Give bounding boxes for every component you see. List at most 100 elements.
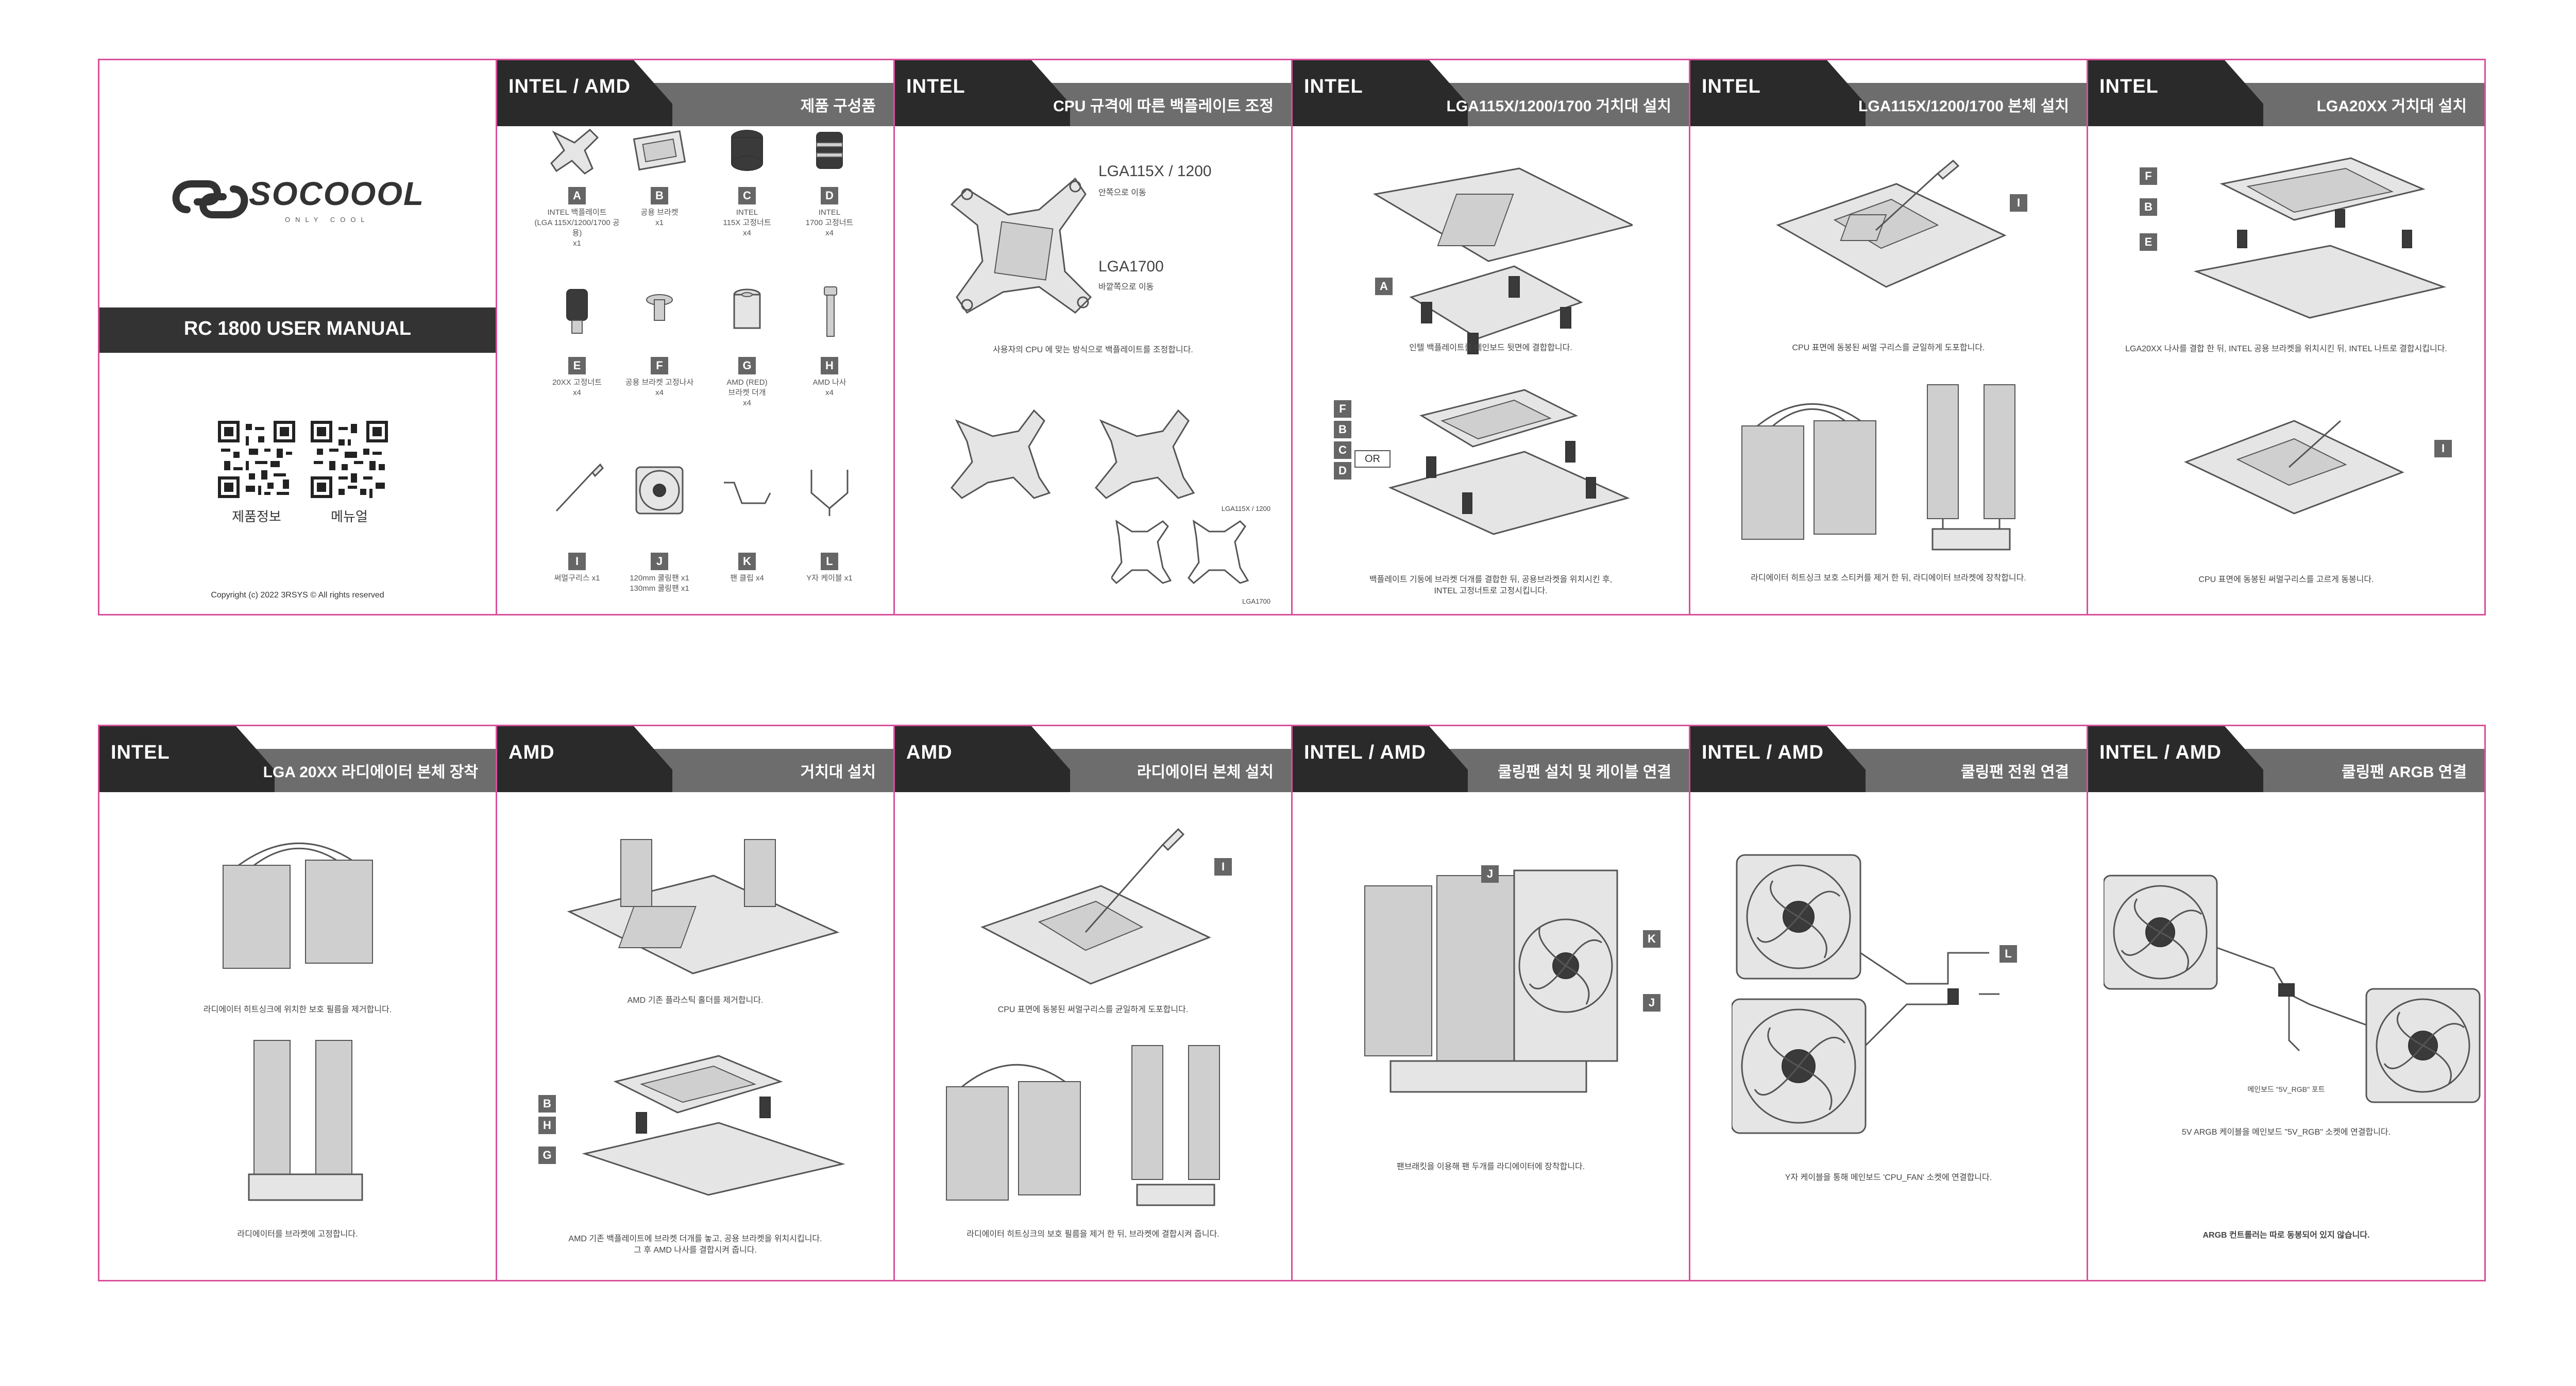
panel-header: INTEL LGA20XX 거치대 설치 bbox=[2088, 60, 2484, 126]
amdbody-caption-1: CPU 표면에 동봉된 써멀구리스를 균일하게 도포합니다. bbox=[997, 1005, 1189, 1014]
argb-connection-illustration bbox=[2104, 875, 2481, 1103]
lga20xx-paste-illustration bbox=[2184, 420, 2404, 515]
panel-tag: AMD bbox=[509, 742, 555, 763]
amd-caption-2: AMD 기존 백플레이트에 브라켓 더개를 놓고, 공용 브라켓을 위치시킵니다… bbox=[568, 1235, 822, 1255]
amd-caption-1: AMD 기존 플라스틱 홀더를 제거합니다. bbox=[627, 996, 764, 1005]
amd-holder-removal-illustration bbox=[567, 839, 840, 974]
mb-port-label: 메인보드 "5V_RGB" 포트 bbox=[2247, 1085, 2325, 1093]
lga115x-label: LGA115X / 1200 bbox=[1098, 163, 1212, 180]
part-desc-c: INTEL 115X 고정너트 x4 bbox=[723, 208, 771, 237]
lga20xx-mount-panel: INTEL LGA20XX 거치대 설치 F B E LGA20XX 나사를 결… bbox=[2088, 60, 2484, 614]
panel-tag: INTEL bbox=[2099, 76, 2159, 97]
part-desc-k: 팬 클립 x4 bbox=[730, 574, 764, 583]
lga20xx-bracket-illustration bbox=[2193, 157, 2447, 319]
panel-header: INTEL LGA115X/1200/1700 본체 설치 bbox=[1690, 60, 2087, 126]
panel-header: INTEL / AMD 쿨링팬 전원 연결 bbox=[1690, 726, 2087, 792]
qr-code-product[interactable] bbox=[218, 421, 295, 498]
mount20xx-caption-2: CPU 표면에 동봉된 써멀구리스를 고르게 동봉니다. bbox=[2198, 575, 2374, 584]
brand-tagline: ONLY COOL bbox=[285, 216, 370, 224]
label-A: A bbox=[1375, 278, 1393, 295]
panel-tag: AMD bbox=[906, 742, 953, 763]
panel-header: INTEL / AMD 제품 구성품 bbox=[497, 60, 893, 126]
qr-code-manual[interactable] bbox=[311, 421, 388, 498]
manual-sheet-top: SOCOOOL ONLY COOL RC 1800 USER MANUAL 제품… bbox=[98, 59, 2486, 615]
part-b-icon bbox=[633, 130, 686, 171]
panel-tag: INTEL / AMD bbox=[1702, 742, 1824, 763]
label-I: I bbox=[2434, 440, 2452, 457]
label-E: E bbox=[2140, 233, 2157, 251]
part-desc-e: 20XX 고정너트 x4 bbox=[552, 378, 602, 397]
panel-tag: INTEL bbox=[906, 76, 965, 97]
cooler-with-fans-illustration bbox=[1364, 869, 1618, 1093]
fan-power-panel: INTEL / AMD 쿨링팬 전원 연결 L Y자 케이블을 통해 메인보드 … bbox=[1690, 726, 2088, 1280]
panel-tag: INTEL bbox=[111, 742, 170, 763]
label-D: D bbox=[1334, 462, 1351, 480]
label-F: F bbox=[2140, 167, 2157, 185]
part-label-i: I bbox=[568, 553, 586, 570]
cover-panel: SOCOOOL ONLY COOL RC 1800 USER MANUAL 제품… bbox=[99, 60, 497, 614]
mount-caption-1: 인텔 백플레이트를 메인보드 뒷면에 결합합니다. bbox=[1409, 344, 1572, 352]
part-label-k: K bbox=[738, 553, 756, 570]
label-L: L bbox=[1999, 945, 2017, 963]
part-d-icon bbox=[816, 132, 843, 169]
panel-tag: INTEL bbox=[1304, 76, 1363, 97]
panel-title: LGA115X/1200/1700 본체 설치 bbox=[1858, 98, 2069, 115]
panel-title: 거치대 설치 bbox=[800, 764, 876, 781]
part-label-g: G bbox=[738, 357, 756, 374]
backplate-adjust-panel: INTEL CPU 규격에 따른 백플레이트 조정 LGA115X / 1200… bbox=[895, 60, 1293, 614]
part-label-b: B bbox=[651, 187, 668, 204]
small-label-lga115x: LGA115X / 1200 bbox=[1221, 505, 1270, 512]
part-j-icon bbox=[635, 466, 684, 515]
panel-tag: INTEL / AMD bbox=[509, 76, 631, 97]
panel-header: INTEL / AMD 쿨링팬 ARGB 연결 bbox=[2088, 726, 2484, 792]
part-a-icon bbox=[550, 128, 599, 175]
panel-title: 제품 구성품 bbox=[800, 98, 876, 115]
amd-bracket-assembly-illustration bbox=[582, 1055, 845, 1196]
part-desc-h: AMD 나사 x4 bbox=[812, 378, 846, 397]
part-label-f: F bbox=[651, 357, 668, 374]
panel-title: LGA115X/1200/1700 거치대 설치 bbox=[1446, 98, 1671, 115]
panel-tag: INTEL bbox=[1702, 76, 1761, 97]
or-box: OR bbox=[1354, 450, 1391, 468]
body20xx-caption-2: 라디에이터를 브라켓에 고정합니다. bbox=[237, 1230, 358, 1239]
part-h-icon bbox=[824, 286, 837, 337]
radiator-film-illustration bbox=[223, 842, 373, 969]
panel-header: INTEL LGA115X/1200/1700 거치대 설치 bbox=[1293, 60, 1689, 126]
amd-paste-illustration bbox=[980, 828, 1211, 985]
bracket-assembly-illustration bbox=[1388, 389, 1630, 535]
backplate-illustration bbox=[950, 177, 1092, 314]
label-J: J bbox=[1481, 865, 1499, 883]
label-B: B bbox=[538, 1095, 556, 1113]
panel-header: AMD 거치대 설치 bbox=[497, 726, 893, 792]
body20xx-caption-1: 라디에이터 히트싱크에 위치한 보호 필름을 제거합니다. bbox=[203, 1005, 392, 1014]
amdbody-caption-2: 라디에이터 히트싱크의 보호 필름을 제거 한 뒤, 브라켓에 결합시켜 줍니다… bbox=[967, 1230, 1219, 1239]
backplate-outline-illustration bbox=[1111, 519, 1249, 585]
panel-header: INTEL LGA 20XX 라디에이터 본체 장착 bbox=[99, 726, 496, 792]
part-label-c: C bbox=[738, 187, 756, 204]
lga115x-body-panel: INTEL LGA115X/1200/1700 본체 설치 I CPU 표면에 … bbox=[1690, 60, 2088, 614]
part-e-icon bbox=[566, 289, 588, 334]
lga115x-note: 안쪽으로 이동 bbox=[1098, 189, 1146, 197]
label-K: K bbox=[1643, 930, 1660, 948]
qr-label-product: 제품정보 bbox=[232, 509, 281, 524]
label-H: H bbox=[538, 1117, 556, 1134]
part-desc-g: AMD (RED) 브라켓 더개 x4 bbox=[726, 378, 768, 407]
label-C: C bbox=[1334, 441, 1351, 459]
brand-name: SOCOOOL bbox=[249, 175, 425, 212]
label-B: B bbox=[2140, 198, 2157, 216]
mount20xx-caption-1: LGA20XX 나사를 결합 한 뒤, INTEL 공용 브라켓을 위치시킨 뒤… bbox=[2125, 345, 2447, 353]
part-desc-d: INTEL 1700 고정너트 x4 bbox=[805, 208, 854, 237]
title-band bbox=[99, 307, 496, 353]
panel-title: LGA 20XX 라디에이터 본체 장착 bbox=[263, 764, 478, 781]
qr-label-manual: 메뉴얼 bbox=[331, 509, 368, 524]
part-f-icon bbox=[646, 294, 673, 321]
part-label-e: E bbox=[568, 357, 586, 374]
panel-header: INTEL / AMD 쿨링팬 설치 및 케이블 연결 bbox=[1293, 726, 1689, 792]
manual-sheet-bottom: INTEL LGA 20XX 라디에이터 본체 장착 라디에이터 히트싱크에 위… bbox=[98, 725, 2486, 1281]
lga1700-note: 바깥쪽으로 이동 bbox=[1098, 283, 1154, 292]
panel-title: LGA20XX 거치대 설치 bbox=[2316, 98, 2467, 115]
part-c-icon bbox=[731, 130, 763, 171]
backplate-caption: 사용자의 CPU 에 맞는 방식으로 백플레이트를 조정합니다. bbox=[993, 346, 1193, 354]
thermal-paste-illustration bbox=[1776, 159, 2007, 288]
